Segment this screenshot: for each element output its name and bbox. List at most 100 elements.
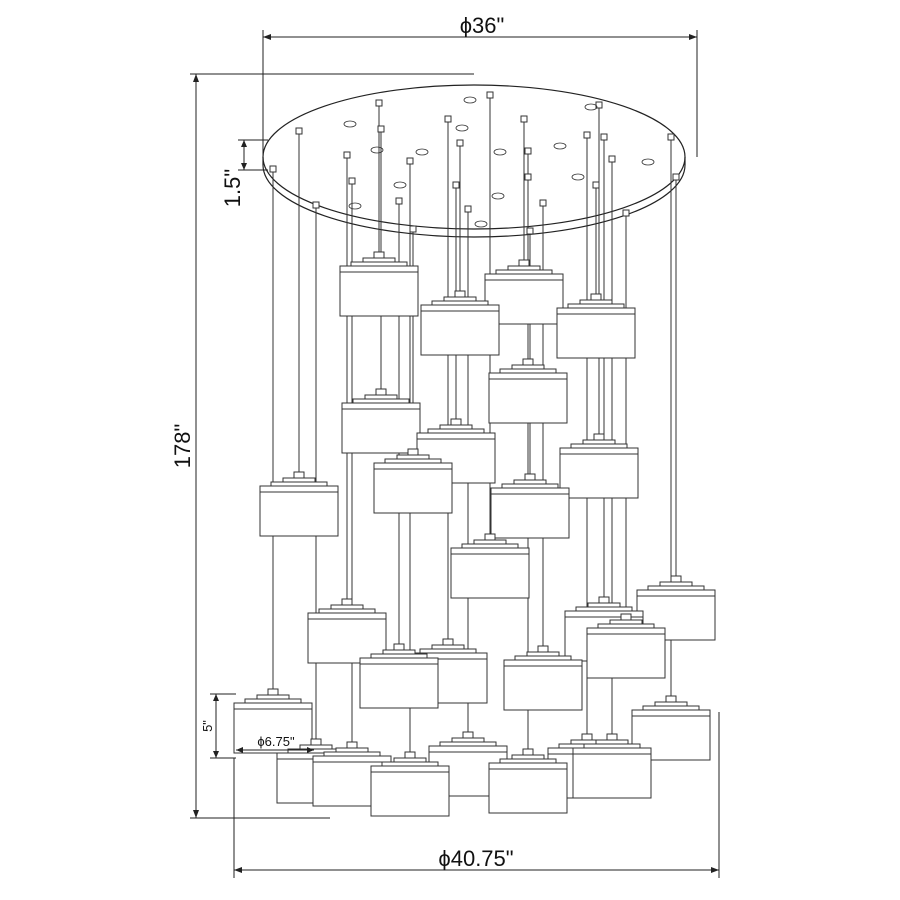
shade-cap — [670, 575, 682, 583]
shade-cap — [373, 251, 385, 259]
cord-fitting — [343, 151, 351, 159]
cord-fitting — [486, 91, 494, 99]
shade-cap — [375, 388, 387, 396]
pendant-shade — [341, 388, 421, 454]
canopy-hole — [493, 148, 507, 156]
shade-body — [556, 307, 636, 359]
overall-diameter-label: ϕ40.75" — [438, 846, 513, 871]
shade-collar — [473, 539, 507, 545]
dimension-lines — [190, 30, 720, 878]
shade-collar — [511, 754, 545, 760]
arrow — [236, 747, 243, 753]
arrow — [711, 867, 719, 873]
shade-cap — [665, 695, 677, 703]
cord-fitting — [269, 165, 277, 173]
shade-collar — [451, 737, 485, 743]
cord-fitting — [622, 209, 630, 217]
pendant-shade — [373, 448, 453, 514]
shade-body — [572, 747, 652, 799]
canopy-hole — [393, 181, 407, 189]
arrow — [234, 867, 242, 873]
shade-collar — [647, 585, 705, 591]
arrowheads — [193, 34, 719, 873]
shade-collar — [439, 424, 473, 430]
shade-collar — [323, 751, 381, 757]
shade-collar — [244, 698, 302, 704]
shade-cap — [341, 598, 353, 606]
shade-collar — [382, 649, 416, 655]
shade-cap — [442, 638, 454, 646]
cord-fitting — [444, 115, 452, 123]
cord-fitting — [295, 127, 303, 135]
cord-fitting — [456, 139, 464, 147]
canopy-hole — [343, 120, 357, 128]
pendant-shade — [586, 613, 666, 679]
shade-body — [586, 627, 666, 679]
pendant-shade — [572, 733, 652, 799]
shade-body — [450, 547, 530, 599]
shade-cap — [484, 533, 496, 541]
shade-cap — [593, 433, 605, 441]
shade-body — [488, 762, 568, 814]
shade-collar — [461, 543, 519, 549]
shade-collar — [659, 581, 693, 587]
shade-collar — [513, 479, 547, 485]
cord-fitting — [464, 205, 472, 213]
arrow — [193, 74, 199, 82]
shade-diameter-label: ϕ6.75" — [257, 734, 295, 749]
shade-collar — [396, 454, 430, 460]
canopy — [262, 84, 686, 238]
shade-collar — [511, 364, 545, 370]
shade-collar — [567, 303, 625, 309]
cord-fitting — [348, 177, 356, 185]
shade-collar — [570, 443, 628, 449]
pendant-shade — [631, 695, 711, 761]
shade-cap — [462, 731, 474, 739]
shade-collar — [587, 602, 621, 608]
canopy-hole — [571, 173, 585, 181]
shade-body — [339, 265, 419, 317]
pendant-shade — [370, 751, 450, 817]
canopy-hole — [370, 146, 384, 154]
shade-cap — [393, 643, 405, 651]
cord-fitting — [539, 199, 547, 207]
shade-collar — [335, 747, 369, 753]
pendant-shade — [490, 473, 570, 539]
shade-body — [559, 447, 639, 499]
shade-cap — [620, 613, 632, 621]
pendant-shades — [233, 251, 716, 817]
shade-collar — [583, 743, 641, 749]
canopy-hole — [641, 158, 655, 166]
shade-collar — [350, 261, 408, 267]
shade-collar — [427, 428, 485, 434]
shade-collar — [507, 265, 541, 271]
shade-body — [233, 702, 313, 754]
canopy-fittings — [269, 91, 680, 235]
shade-collar — [582, 439, 616, 445]
shade-collar — [384, 458, 442, 464]
shade-collar — [575, 606, 633, 612]
shade-cap — [537, 645, 549, 653]
pendant-shade — [359, 643, 439, 709]
shade-collar — [370, 653, 428, 659]
shade-cap — [590, 293, 602, 301]
pendant-shade — [503, 645, 583, 711]
cord-fitting — [395, 197, 403, 205]
canopy-hole — [415, 148, 429, 156]
pendant-shade — [339, 251, 419, 317]
shade-cap — [293, 471, 305, 479]
shade-cap — [606, 733, 618, 741]
canopy-hole — [474, 220, 488, 228]
cord-fitting — [526, 227, 534, 235]
shade-collar — [330, 604, 364, 610]
shade-cap — [267, 688, 279, 696]
shade-collar — [419, 648, 477, 654]
cord-fitting — [608, 155, 616, 163]
shade-cap — [522, 358, 534, 366]
arrow — [307, 747, 314, 753]
pendant-shade — [420, 290, 500, 356]
arrow — [213, 751, 219, 758]
shade-collar — [579, 299, 613, 305]
cord-fitting — [406, 157, 414, 165]
